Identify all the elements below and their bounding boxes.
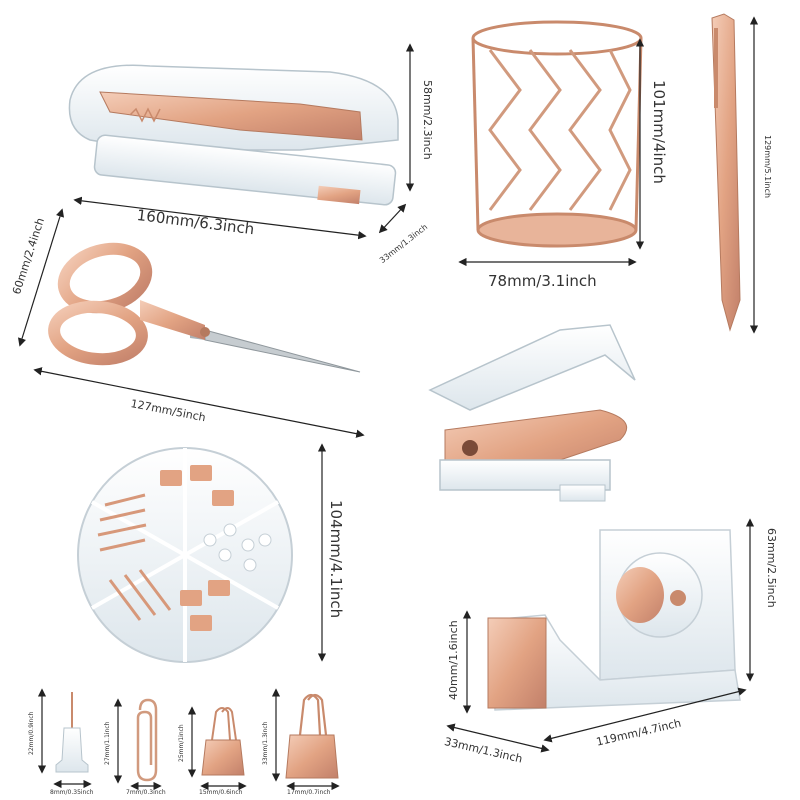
push-pin	[55, 692, 89, 773]
pen-holder-diameter-label: 78mm/3.1inch	[488, 272, 597, 290]
pen	[711, 13, 741, 332]
stapler	[68, 64, 399, 206]
tape-front-height-label: 40mm/1.6inch	[447, 620, 460, 700]
tape-height-label: 63mm/2.5inch	[765, 528, 778, 608]
stapler-height-label: 58mm/2.3inch	[421, 80, 434, 160]
clip-organizer	[77, 447, 293, 663]
large-binder-clip	[285, 693, 339, 779]
tape-dispenser	[487, 529, 741, 711]
organizer-diameter-label: 104mm/4.1inch	[327, 500, 345, 619]
small-binder-clip	[201, 707, 245, 776]
scissors	[48, 242, 361, 373]
small-binder-height-label: 25mm/1inch	[178, 724, 185, 762]
paper-clip	[136, 698, 158, 782]
paper-clip-height-label: 27mm/1.1inch	[104, 721, 111, 765]
paper-clip-width-label: 7mm/0.3inch	[126, 789, 166, 796]
pen-holder-height-label: 101mm/4inch	[650, 80, 668, 184]
push-pin-height-label: 22mm/0.9inch	[28, 711, 35, 755]
staple-remover	[428, 324, 636, 502]
push-pin-width-label: 8mm/0.35inch	[50, 789, 94, 796]
small-binder-width-label: 15mm/0.6inch	[199, 789, 243, 796]
pen-holder	[471, 20, 643, 248]
large-binder-width-label: 17mm/0.7inch	[287, 789, 331, 796]
pen-length-label: 129mm/5.1inch	[763, 135, 772, 199]
dimension-lines	[17, 16, 759, 791]
large-binder-height-label: 33mm/1.3inch	[262, 721, 269, 765]
